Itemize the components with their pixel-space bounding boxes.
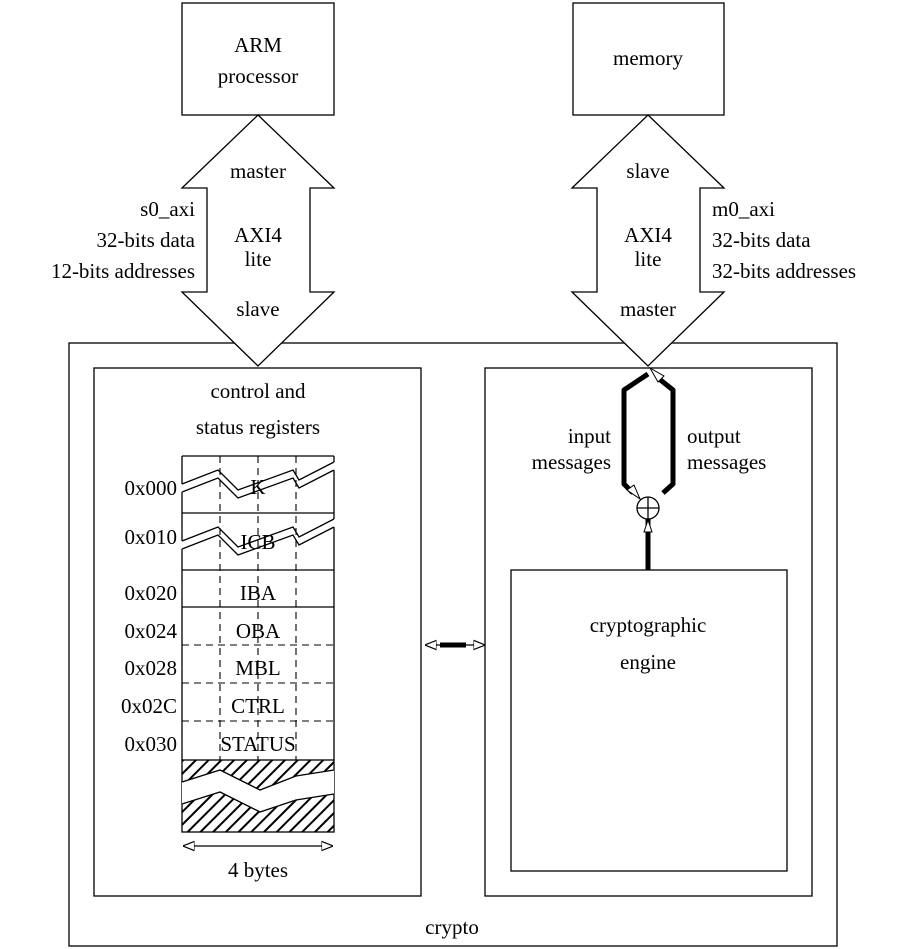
memory-block: memory <box>572 2 725 116</box>
s0-axi-address-width: 12-bits addresses <box>51 259 195 283</box>
m0-axi-data-width: 32-bits data <box>712 228 811 252</box>
width-dimension-label: 4 bytes <box>228 858 288 882</box>
engine-label-line2: engine <box>620 650 676 674</box>
arm-processor-block: ARM processor <box>181 2 335 116</box>
register-address: 0x030 <box>125 732 178 756</box>
register-name: IBA <box>240 581 277 605</box>
right-bus-protocol-lite: lite <box>635 247 662 271</box>
m0-axi-info: m0_axi 32-bits data 32-bits addresses <box>712 197 856 283</box>
xor-node <box>636 496 660 520</box>
register-address: 0x010 <box>125 525 178 549</box>
register-name: CTRL <box>231 694 285 718</box>
register-name: K <box>250 475 265 499</box>
register-name: STATUS <box>220 732 295 756</box>
register-title-line2: status registers <box>196 415 320 439</box>
register-block: control and status registers <box>93 367 422 897</box>
register-address: 0x024 <box>125 619 178 643</box>
register-title-line1: control and <box>210 379 306 403</box>
cryptographic-engine: cryptographic engine <box>510 569 788 872</box>
right-bus-bottom-role: master <box>620 297 676 321</box>
register-address: 0x02C <box>121 694 177 718</box>
m0-axi-bus-arrow: slave AXI4 lite master <box>570 114 726 367</box>
register-address: 0x028 <box>125 656 178 680</box>
output-message-path <box>656 376 676 495</box>
register-address: 0x020 <box>125 581 178 605</box>
register-name: MBL <box>235 656 281 680</box>
m0-axi-name: m0_axi <box>712 197 775 221</box>
input-path-arrowhead <box>626 484 642 501</box>
output-label: output <box>687 424 741 448</box>
output-path-arrowhead <box>648 366 665 383</box>
s0-axi-bus-arrow: master AXI4 lite slave <box>180 114 336 367</box>
left-bus-protocol-lite: lite <box>245 247 272 271</box>
left-bus-top-role: master <box>230 159 286 183</box>
m0-axi-address-width: 32-bits addresses <box>712 259 856 283</box>
right-bus-protocol: AXI4 <box>624 223 672 247</box>
right-bus-top-role: slave <box>626 159 669 183</box>
input-messages-label: messages <box>532 450 611 474</box>
s0-axi-info: s0_axi 32-bits data 12-bits addresses <box>51 197 196 283</box>
arm-label: ARM <box>234 33 282 57</box>
memory-label: memory <box>613 46 683 70</box>
left-bus-protocol: AXI4 <box>234 223 282 247</box>
input-label: input <box>568 424 611 448</box>
engine-block: input messages output messages cryptogra… <box>484 366 813 897</box>
register-name: OBA <box>236 619 281 643</box>
crypto-label: crypto <box>425 915 479 939</box>
engine-label-line1: cryptographic <box>590 613 707 637</box>
register-address: 0x000 <box>125 476 178 500</box>
register-name: ICB <box>240 530 275 554</box>
s0-axi-name: s0_axi <box>140 197 195 221</box>
s0-axi-data-width: 32-bits data <box>96 228 195 252</box>
processor-label: processor <box>218 64 298 88</box>
left-bus-bottom-role: slave <box>236 297 279 321</box>
register-table <box>181 455 335 833</box>
output-messages-label: messages <box>687 450 766 474</box>
register-labels: 0x000 K 0x010 ICB 0x020 IBA 0x024 OBA 0x… <box>121 475 296 756</box>
